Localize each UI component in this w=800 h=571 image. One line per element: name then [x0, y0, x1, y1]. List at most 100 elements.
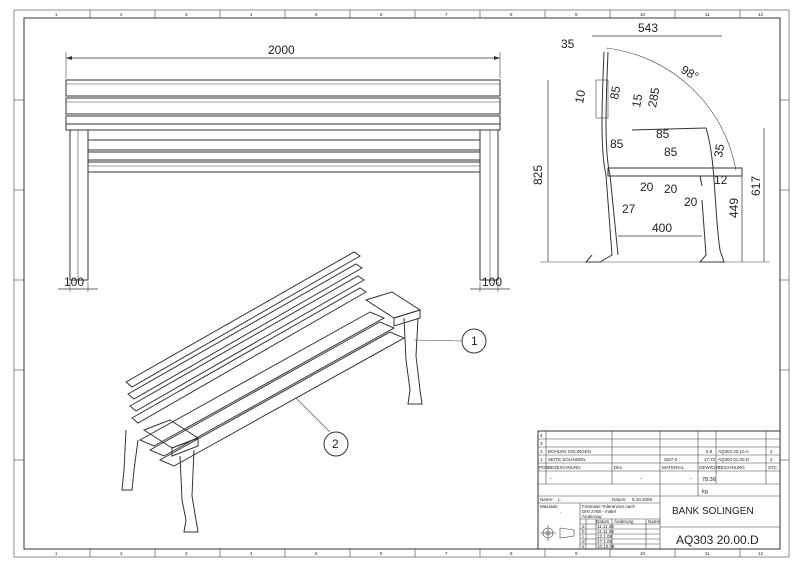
frame-number: 3	[185, 12, 188, 17]
scale-value: -	[560, 510, 562, 515]
dim-20-c: 20	[684, 195, 698, 209]
dim-leg-left-100: 100	[64, 275, 84, 289]
drawing-1: AQ303 01.00.D	[718, 457, 750, 462]
frame-number: 5	[315, 12, 318, 17]
date-label: Datum:	[612, 497, 627, 502]
change-col: Datum	[596, 519, 610, 524]
change-date: 11.11.06	[597, 529, 614, 534]
frame-number: 12	[758, 12, 764, 17]
change-date: 17.1.08	[597, 539, 613, 544]
dim-35-right: 35	[711, 143, 727, 159]
dim-400: 400	[652, 221, 672, 235]
frame-number: 1	[55, 551, 58, 556]
frame-number: 8	[510, 551, 513, 556]
frame-number: 1	[55, 12, 58, 17]
changes-label: Änderung	[582, 513, 602, 519]
scale-label: Masstab:	[540, 504, 558, 509]
dim-85-c: 85	[610, 137, 624, 151]
side-view: 543 35 98° 85 15 285 10 85 85 85 35 20 2…	[531, 21, 770, 263]
weight-1: 17.72	[704, 457, 716, 462]
isometric-view: 1 2	[121, 251, 487, 533]
dash-2: -	[640, 476, 642, 482]
dim-825: 825	[531, 165, 545, 185]
dim-20-a: 20	[640, 180, 654, 194]
dim-15: 15	[629, 93, 645, 109]
frame-number: 4	[250, 12, 253, 17]
frame-number: 2	[120, 551, 123, 556]
pos-2: 2	[540, 449, 543, 454]
change-col: Name	[648, 519, 661, 524]
dim-449: 449	[727, 198, 741, 218]
change-date: 10.10.08	[597, 544, 615, 549]
drawing-title: BANK SOLINGEN	[672, 506, 754, 517]
hdr-material: MATERIAL	[662, 465, 685, 470]
frame-number: 3	[185, 551, 188, 556]
frame-number: 11	[705, 12, 710, 17]
dim-35-top: 35	[561, 37, 575, 51]
change-date: 12.1.08	[597, 534, 613, 539]
frame-number: 6	[380, 12, 383, 17]
change-row: a	[582, 524, 585, 529]
dim-85-a: 85	[607, 85, 623, 101]
frame-number: 11	[705, 551, 710, 556]
change-row: c	[582, 534, 585, 539]
drawing-number: AQ303 20.00.D	[676, 533, 759, 547]
dim-285: 285	[645, 86, 662, 108]
hdr-stk: STC	[768, 465, 778, 470]
row-num: 4	[540, 433, 543, 438]
dim-12: 12	[714, 173, 728, 187]
frame-number: 7	[445, 12, 448, 17]
frame-number: 10	[640, 12, 646, 17]
hdr-bezeichnung: BEZEICHNUNG	[548, 465, 581, 470]
dim-85-d: 85	[664, 145, 678, 159]
frame-number: 7	[445, 551, 448, 556]
dash-3: -	[690, 476, 692, 482]
name-value: L.	[558, 497, 562, 502]
change-col: Änderung	[614, 518, 634, 524]
frame-number: 9	[575, 12, 578, 17]
frame-number: 8	[510, 12, 513, 17]
frame-number: 9	[575, 551, 578, 556]
tolerance-1: Freimass-Toleranzen nach	[582, 504, 636, 509]
qty-2: 2	[770, 449, 773, 454]
hdr-pos: POS	[539, 465, 549, 470]
outer-border	[13, 9, 790, 558]
tolerance-2: DIN 2768 - mittel	[582, 509, 616, 514]
frame-number: 2	[120, 12, 123, 17]
dim-angle-98: 98°	[679, 62, 702, 83]
hdr-zeichnung: ZEICHNUNG	[718, 465, 745, 470]
row-num: 3	[540, 441, 543, 446]
front-view: 2000 100 100	[58, 43, 510, 292]
material-no: St37-2	[664, 457, 678, 462]
frame-top-numbers: 1 2 3 4 5 6 7 8 9 10 11 12	[55, 12, 764, 17]
hdr-dim: Dim	[614, 465, 622, 470]
weight-unit: kg	[702, 489, 708, 495]
projection-symbol-icon	[540, 525, 575, 541]
hdr-gewicht: GEWICHT	[699, 465, 720, 470]
weight-2: 5.9	[706, 449, 713, 454]
frame-number: 10	[640, 551, 646, 556]
dim-617: 617	[749, 176, 763, 196]
dim-leg-right-100: 100	[482, 275, 502, 289]
change-date: 11.11.06	[597, 524, 614, 529]
frame-number: 4	[250, 551, 253, 556]
inner-border	[23, 17, 781, 550]
dim-20-b: 20	[664, 182, 678, 196]
change-row: e	[582, 544, 585, 549]
dash-1: -	[550, 476, 552, 482]
dim-543: 543	[638, 21, 658, 35]
date-value: 5.10.2005	[632, 497, 653, 502]
change-row: d	[582, 539, 585, 544]
name-label: Name:	[540, 497, 553, 502]
frame-bottom-numbers: 1 2 3 4 5 6 7 8 9 10 11 12	[55, 551, 764, 556]
frame-ticks	[14, 10, 789, 557]
part-name-2: BOHLEN SOLINGEN	[548, 449, 591, 454]
drawing-2: AQ303 20.10.A	[718, 449, 749, 454]
title-block: 4 3 2 BOHLEN SOLINGEN 5.9 AQ303 20.10.A …	[537, 430, 781, 550]
pos-1: 1	[540, 457, 543, 462]
callout-2: 2	[332, 437, 339, 451]
total-weight: 78.36	[702, 477, 716, 483]
frame-number: 6	[380, 551, 383, 556]
